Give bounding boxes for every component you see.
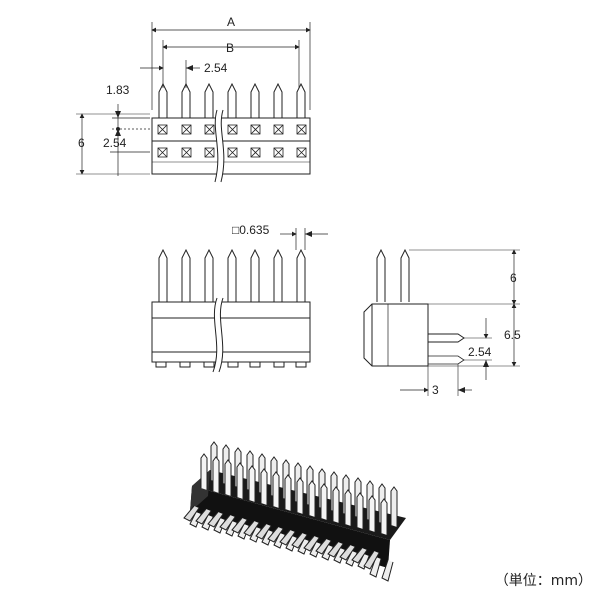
contact-row-2	[157, 147, 307, 158]
dim-square-label: □0.635	[232, 223, 270, 237]
front-view-housing	[151, 301, 311, 363]
dim-height-top-label: 6	[78, 136, 85, 150]
dim-offset-label: 1.83	[106, 83, 130, 97]
top-view	[76, 22, 311, 183]
dim-body-height-label: 6.5	[504, 328, 521, 342]
top-view-pins	[158, 82, 306, 118]
side-view	[363, 248, 520, 396]
dim-B-label: B	[226, 41, 234, 55]
unit-label: （単位：mm）	[494, 573, 592, 589]
dim-pin-side-label: 3	[432, 383, 439, 397]
dim-row-pitch-label: 2.54	[468, 345, 492, 359]
contact-row-1	[157, 124, 307, 135]
dim-pin-up-label: 6	[510, 271, 517, 285]
connector-illustration	[183, 441, 406, 582]
front-view	[151, 228, 328, 374]
front-view-pins	[158, 248, 306, 302]
dim-pitch-left-label: 2.54	[103, 136, 127, 150]
dim-pitch-top-label: 2.54	[204, 61, 228, 75]
dim-A-label: A	[227, 15, 235, 29]
top-view-housing	[151, 117, 311, 175]
